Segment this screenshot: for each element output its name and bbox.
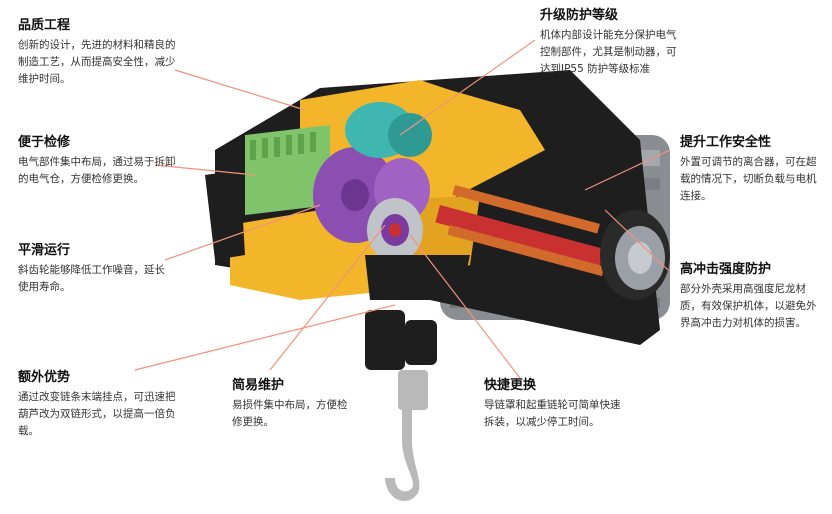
- callout-quality: 品质工程 创新的设计，先进的材料和精良的制造工艺，从而提高安全性，减少维护时间。: [18, 18, 183, 88]
- leader-line-lift-safety: [584, 149, 671, 191]
- callout-extra-title: 额外优势: [18, 370, 71, 385]
- callout-protection: 升级防护等级 机体内部设计能充分保护电气控制部件，尤其是制动器，可达到IP55 …: [540, 8, 680, 78]
- leader-lines: [134, 39, 671, 379]
- callout-inspection-text: 电气部件集中布局，通过易于拆卸的电气仓，方便检修更换。: [18, 156, 176, 185]
- callout-quick-text: 导链罩和起重链轮可简单快速拆装，以减少停工时间。: [484, 399, 621, 428]
- leader-line-inspection: [154, 164, 256, 176]
- lifting-hook: [385, 370, 428, 501]
- leader-line-extra: [134, 304, 396, 371]
- leader-line-quick: [409, 234, 521, 379]
- chain-sprocket: [367, 198, 423, 262]
- circuit-board: [245, 125, 330, 215]
- callout-smooth: 平滑运行 斜齿轮能够降低工作噪音，延长使用寿命。: [18, 243, 168, 296]
- drive-shaft: [435, 184, 605, 277]
- callout-protection-text: 机体内部设计能充分保护电气控制部件，尤其是制动器，可达到IP55 防护等级标准: [540, 29, 677, 75]
- callout-impact-title: 高冲击强度防护: [680, 262, 772, 277]
- callout-inspection-title: 便于检修: [18, 135, 71, 150]
- callout-maintenance: 简易维护 易损件集中布局，方便检修更换。: [232, 378, 352, 431]
- callout-maintenance-title: 简易维护: [232, 378, 285, 393]
- callout-impact: 高冲击强度防护 部分外壳采用高强度尼龙材质，有效保护机体，以避免外界高冲击力对机…: [680, 262, 825, 332]
- callout-inspection: 便于检修 电气部件集中布局，通过易于拆卸的电气仓，方便检修更换。: [18, 135, 183, 188]
- leader-line-quality: [174, 69, 306, 111]
- callout-protection-title: 升级防护等级: [540, 8, 619, 23]
- callout-smooth-title: 平滑运行: [18, 243, 71, 258]
- leader-line-protection: [399, 39, 536, 136]
- motor-end-cap: [600, 210, 670, 300]
- callout-quality-text: 创新的设计，先进的材料和精良的制造工艺，从而提高安全性，减少维护时间。: [18, 39, 176, 85]
- callout-lift-safety-title: 提升工作安全性: [680, 135, 772, 150]
- leader-line-smooth: [164, 204, 321, 261]
- lower-black-housing: [205, 170, 470, 300]
- callout-lift-safety-text: 外置可调节的离合器，可在超载的情况下，切断负载与电机连接。: [680, 156, 817, 202]
- leader-line-maintenance: [269, 224, 386, 371]
- callout-quick: 快捷更换 导链罩和起重链轮可简单快速拆装，以减少停工时间。: [484, 378, 629, 431]
- callout-extra-text: 通过改变链条末端挂点，可迅速把葫芦改为双链形式，以提高一倍负载。: [18, 391, 176, 437]
- callout-maintenance-text: 易损件集中布局，方便检修更换。: [232, 399, 348, 428]
- brake-assembly: [345, 102, 432, 158]
- callout-smooth-text: 斜齿轮能够降低工作噪音，延长使用寿命。: [18, 264, 165, 293]
- callout-extra: 额外优势 通过改变链条末端挂点，可迅速把葫芦改为双链形式，以提高一倍负载。: [18, 370, 178, 440]
- callout-lift-safety: 提升工作安全性 外置可调节的离合器，可在超载的情况下，切断负载与电机连接。: [680, 135, 820, 205]
- chain-guide: [365, 310, 437, 370]
- callout-impact-text: 部分外壳采用高强度尼龙材质，有效保护机体，以避免外界高冲击力对机体的损害。: [680, 283, 817, 329]
- callout-quick-title: 快捷更换: [484, 378, 537, 393]
- callout-quality-title: 品质工程: [18, 18, 71, 33]
- leader-line-impact: [604, 209, 669, 271]
